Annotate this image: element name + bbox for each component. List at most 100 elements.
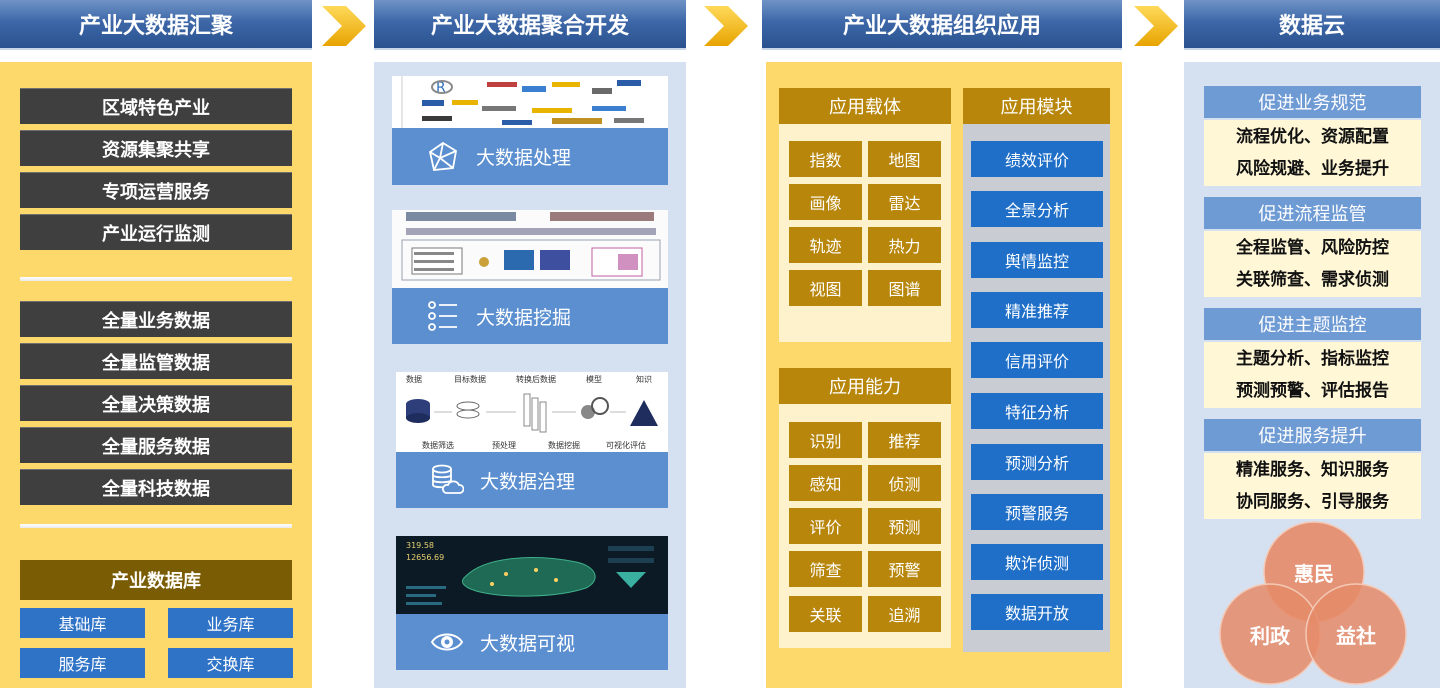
list-icon	[428, 301, 457, 331]
carrier-item: 图谱	[868, 270, 941, 306]
process-item-mining: 大数据挖掘	[392, 288, 668, 344]
database-item: 交换库	[168, 648, 293, 678]
flow-label: 模型	[586, 375, 602, 384]
list-item: 专项运营服务	[20, 172, 292, 208]
carrier-item: 画像	[789, 184, 862, 220]
carrier-title: 应用载体	[779, 88, 951, 124]
flow-label: 转换后数据	[516, 375, 556, 384]
benefit-line: 精准服务、知识服务	[1236, 460, 1389, 480]
chevron-right-icon	[704, 6, 748, 46]
benefit-line: 流程优化、资源配置	[1236, 127, 1389, 147]
venn-circle-yishe	[1305, 583, 1407, 685]
venn-label: 利政	[1250, 624, 1290, 648]
eye-icon	[430, 633, 464, 651]
benefit-body: 流程优化、资源配置 风险规避、业务提升	[1204, 120, 1421, 186]
benefit-body: 主题分析、指标监控 预测预警、评估报告	[1204, 342, 1421, 408]
header-label: 数据云	[1278, 14, 1345, 39]
divider	[20, 277, 292, 281]
benefit-title: 促进服务提升	[1204, 419, 1421, 451]
database-item: 服务库	[20, 648, 145, 678]
benefit-line: 全程监管、风险防控	[1236, 238, 1389, 258]
header-data-cloud: 数据云	[1184, 0, 1440, 50]
header-aggregation: 产业大数据汇聚	[0, 0, 312, 50]
venn-label: 益社	[1336, 624, 1376, 648]
benefit-title: 促进流程监管	[1204, 197, 1421, 229]
process-item-processing: 大数据处理	[392, 128, 668, 185]
module-item: 精准推荐	[971, 292, 1103, 328]
flow-label: 数据筛选	[422, 441, 454, 450]
module-item: 特征分析	[971, 393, 1103, 429]
module-item: 预测分析	[971, 444, 1103, 480]
ability-item: 侦测	[868, 465, 941, 501]
benefit-line: 风险规避、业务提升	[1236, 159, 1389, 179]
process-item-governance: 大数据治理	[396, 452, 668, 508]
list-item: 资源集聚共享	[20, 130, 292, 166]
svg-text:R: R	[436, 80, 446, 96]
divider	[20, 524, 292, 528]
database-item: 业务库	[168, 608, 293, 638]
benefit-line: 协同服务、引导服务	[1236, 492, 1389, 512]
benefit-body: 精准服务、知识服务 协同服务、引导服务	[1204, 453, 1421, 519]
benefit-body: 全程监管、风险防控 关联筛查、需求侦测	[1204, 231, 1421, 297]
chevron-right-icon	[1134, 6, 1178, 46]
carrier-item: 热力	[868, 227, 941, 263]
carrier-item: 雷达	[868, 184, 941, 220]
process-item-visualization: 大数据可视	[396, 614, 668, 670]
process-label: 大数据挖掘	[476, 306, 572, 329]
ability-item: 推荐	[868, 422, 941, 458]
venn-diagram	[1219, 521, 1407, 685]
ability-item: 筛查	[789, 551, 862, 587]
ability-item: 关联	[789, 596, 862, 632]
module-item: 欺诈侦测	[971, 544, 1103, 580]
benefit-line: 关联筛查、需求侦测	[1236, 270, 1389, 290]
benefit-title: 促进业务规范	[1204, 86, 1421, 118]
list-item: 全量科技数据	[20, 469, 292, 505]
flow-label: 预处理	[492, 441, 516, 450]
carrier-item: 指数	[789, 141, 862, 177]
carrier-item: 轨迹	[789, 227, 862, 263]
list-item: 全量业务数据	[20, 301, 292, 337]
list-item: 全量服务数据	[20, 427, 292, 463]
ability-item: 识别	[789, 422, 862, 458]
chevron-right-icon	[322, 6, 366, 46]
flow-label: 数据	[406, 375, 422, 384]
database-item: 基础库	[20, 608, 145, 638]
database-title: 产业数据库	[20, 560, 292, 600]
ability-item: 追溯	[868, 596, 941, 632]
flow-label: 目标数据	[454, 375, 486, 384]
header-development: 产业大数据聚合开发	[374, 0, 686, 50]
process-label: 大数据可视	[480, 632, 576, 655]
header-application: 产业大数据组织应用	[762, 0, 1122, 50]
module-item: 全景分析	[971, 191, 1103, 227]
module-item: 舆情监控	[971, 242, 1103, 278]
flow-label: 知识	[636, 375, 652, 384]
header-label: 产业大数据汇聚	[78, 14, 233, 39]
viz-value: 319.58	[406, 541, 434, 550]
venn-label: 惠民	[1294, 562, 1334, 586]
tools-logos-image: R	[392, 76, 668, 128]
benefit-line: 主题分析、指标监控	[1236, 349, 1389, 369]
header-label: 产业大数据组织应用	[842, 14, 1041, 39]
module-item: 绩效评价	[971, 141, 1103, 177]
benefit-title: 促进主题监控	[1204, 308, 1421, 340]
architecture-diagram-image	[392, 210, 668, 288]
flow-label: 可视化评估	[606, 441, 646, 450]
module-item: 信用评价	[971, 342, 1103, 378]
network-icon	[428, 141, 457, 171]
governance-flow-image: 数据 目标数据 转换后数据 模型 知识 数据筛选 预处理 数据挖掘 可视化评估	[396, 372, 668, 452]
ability-item: 预警	[868, 551, 941, 587]
benefit-line: 预测预警、评估报告	[1236, 381, 1389, 401]
process-label: 大数据处理	[476, 147, 572, 169]
ability-item: 感知	[789, 465, 862, 501]
list-item: 产业运行监测	[20, 214, 292, 250]
ability-item: 评价	[789, 508, 862, 544]
list-item: 区域特色产业	[20, 88, 292, 124]
module-item: 预警服务	[971, 494, 1103, 530]
viz-value: 12656.69	[406, 553, 445, 562]
list-item: 全量监管数据	[20, 343, 292, 379]
header-label: 产业大数据聚合开发	[430, 14, 629, 39]
ability-title: 应用能力	[779, 368, 951, 404]
list-item: 全量决策数据	[20, 385, 292, 421]
ability-item: 预测	[868, 508, 941, 544]
visualization-screen-image: 319.58 12656.69	[396, 536, 668, 614]
